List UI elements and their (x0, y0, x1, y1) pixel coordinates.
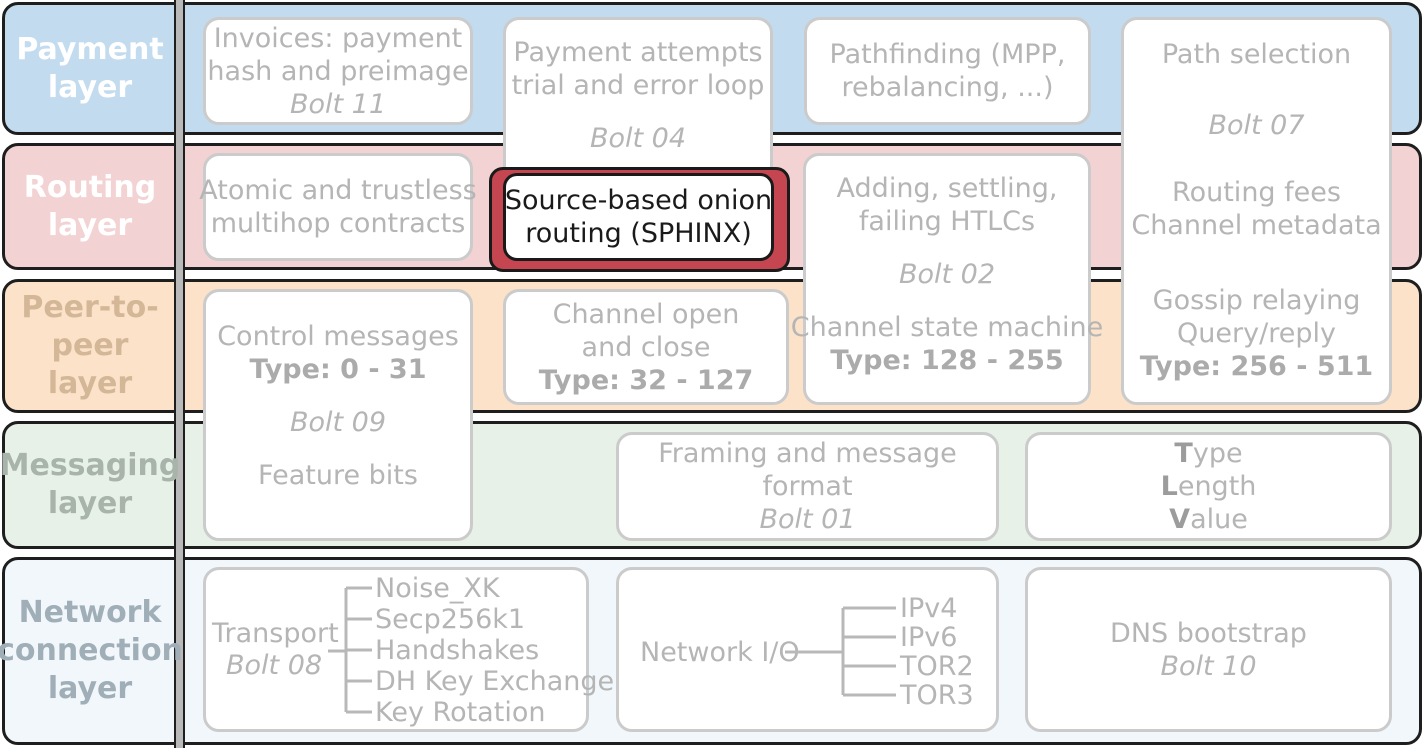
sphinx-line-2: routing (SPHINX) (525, 218, 752, 249)
transport-item-handshakes: Handshakes (375, 635, 540, 666)
framing-box: Framing and message format Bolt 01 (616, 432, 999, 541)
control-title: Control messages (217, 321, 459, 352)
transport-item-secp: Secp256k1 (375, 604, 526, 635)
atomic-line-1: Atomic and trustless (199, 175, 477, 206)
tlv-box: Type Length Value (1025, 432, 1392, 541)
netio-item-tor2: TOR2 (900, 651, 974, 682)
label-divider (174, 0, 185, 748)
netio-item-tor3: TOR3 (900, 680, 974, 711)
chan-open-line-1: Channel open (552, 298, 740, 330)
control-features: Feature bits (258, 460, 418, 491)
pathfinding-box: Pathfinding (MPP, rebalancing, ...) (804, 17, 1091, 125)
layer-label-messaging: Messaging layer (0, 448, 181, 521)
atomic-line-2: multihop contracts (210, 208, 466, 239)
transport-bolt: Bolt 08 (226, 650, 323, 681)
htlc-line-2: failing HTLCs (858, 206, 1036, 237)
framing-line-1: Framing and message (658, 438, 957, 469)
pathsel-fees: Routing fees (1172, 177, 1341, 208)
attempts-line-2: trial and error loop (511, 70, 765, 101)
htlc-line-1: Adding, settling, (836, 173, 1058, 204)
pathfinding-line-2: rebalancing, ...) (841, 72, 1054, 103)
transport-box (203, 567, 589, 732)
chan-open-line-2: and close (581, 331, 711, 363)
transport-item-rotation: Key Rotation (375, 697, 546, 728)
invoices-box: Invoices: payment hash and preimage Bolt… (203, 17, 473, 125)
netio-label: Network I/O (640, 637, 800, 668)
attempts-bolt: Bolt 04 (589, 123, 687, 154)
htlc-type: Type: 128 - 255 (830, 345, 1064, 376)
control-messages-box: Control messages Type: 0 - 31 Bolt 09 Fe… (203, 289, 473, 541)
pathsel-metadata: Channel metadata (1131, 210, 1382, 241)
network-io-box (616, 567, 999, 732)
sphinx-box: Source-based onion routing (SPHINX) (503, 173, 774, 261)
tlv-type: Type (1174, 438, 1243, 469)
channel-open-close-box: Channel open and close Type: 32 - 127 (503, 289, 789, 405)
pathsel-gossip: Gossip relaying (1152, 285, 1361, 316)
framing-line-2: format (762, 471, 853, 502)
control-type: Type: 0 - 31 (249, 354, 427, 385)
control-bolt: Bolt 09 (289, 407, 387, 438)
htlc-box: Adding, settling, failing HTLCs Bolt 02 … (791, 153, 1103, 405)
transport-item-dh: DH Key Exchange (375, 666, 615, 697)
invoices-bolt: Bolt 11 (289, 88, 387, 120)
tlv-length: Length (1160, 471, 1257, 502)
framing-bolt: Bolt 01 (759, 504, 856, 535)
atomic-contracts-box: Atomic and trustless multihop contracts (199, 153, 477, 261)
attempts-line-1: Payment attempts (513, 37, 763, 68)
transport-label: Transport (212, 618, 339, 649)
pathsel-query: Query/reply (1177, 318, 1336, 349)
pathsel-bolt: Bolt 07 (1208, 110, 1305, 141)
tlv-value: Value (1169, 504, 1248, 535)
chan-open-type: Type: 32 - 127 (538, 364, 754, 396)
path-selection-box: Path selection Bolt 07 Routing fees Chan… (1121, 17, 1392, 405)
netio-item-ipv4: IPv4 (900, 593, 958, 624)
dns-bootstrap-box: DNS bootstrap Bolt 10 (1025, 567, 1392, 732)
pathsel-type: Type: 256 - 511 (1139, 351, 1374, 382)
transport-item-noise: Noise_XK (375, 573, 500, 604)
pathsel-title: Path selection (1161, 39, 1352, 70)
layer-label-peer-to-peer: Peer-to- peer layer (21, 290, 159, 401)
htlc-bolt: Bolt 02 (898, 259, 996, 290)
htlc-state: Channel state machine (790, 312, 1104, 343)
invoices-line-1: Invoices: payment (213, 22, 463, 54)
pathfinding-line-1: Pathfinding (MPP, (829, 39, 1066, 70)
sphinx-line-1: Source-based onion (504, 185, 773, 216)
layer-label-network-connection: Network connection layer (0, 595, 183, 706)
layer-label-routing: Routing layer (23, 170, 157, 243)
dns-title: DNS bootstrap (1110, 617, 1307, 649)
dns-bolt: Bolt 10 (1160, 650, 1257, 682)
netio-item-ipv6: IPv6 (900, 622, 958, 653)
invoices-line-2: hash and preimage (207, 55, 469, 87)
layer-label-payment: Payment layer (16, 32, 164, 105)
